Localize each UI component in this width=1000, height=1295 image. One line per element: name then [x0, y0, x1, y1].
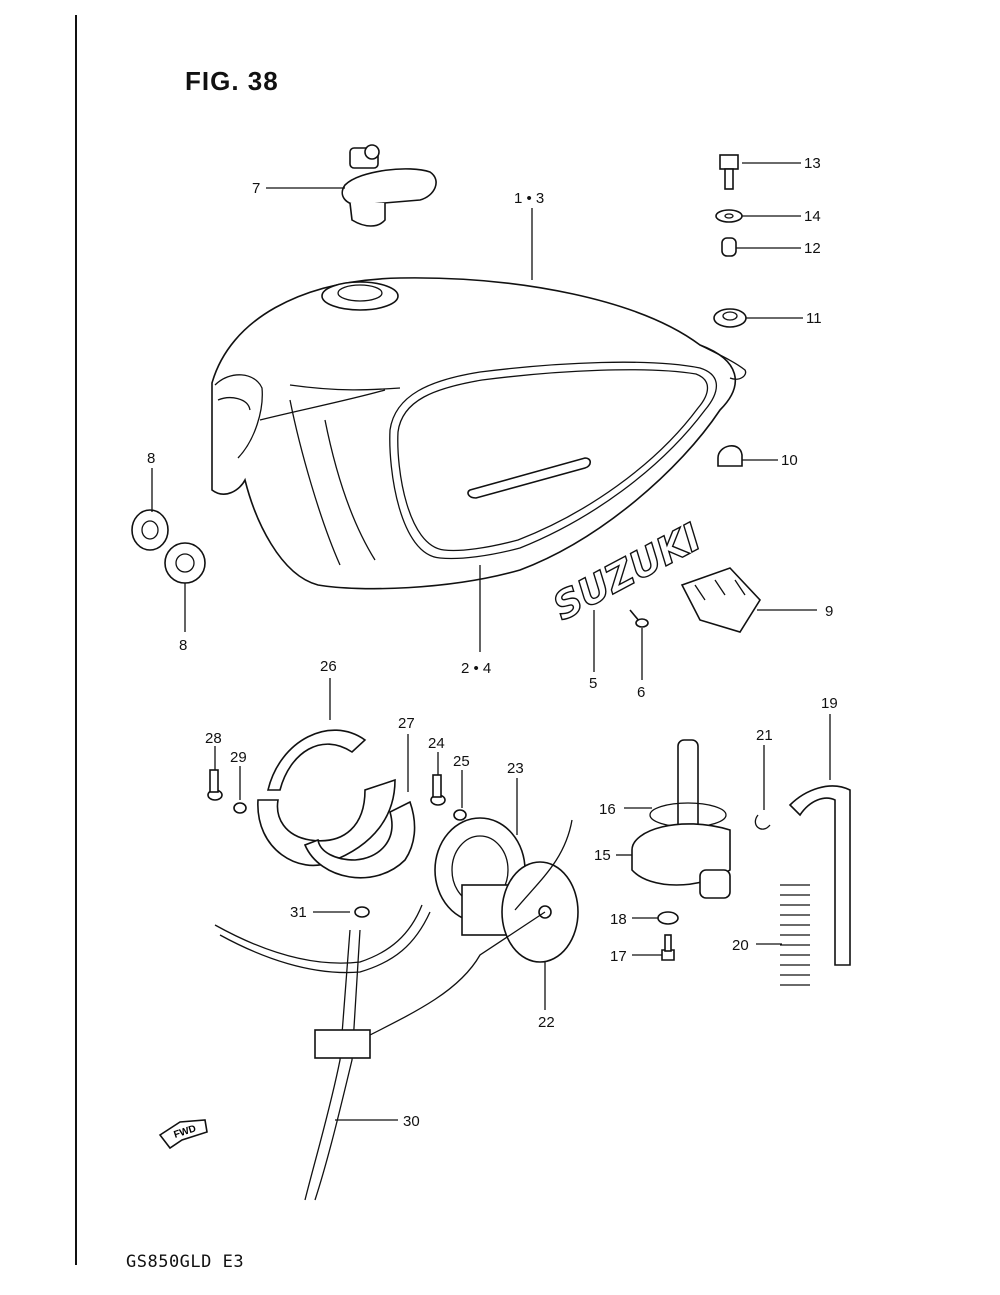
callout-6: 6 [637, 684, 645, 701]
callout-20: 20 [732, 937, 749, 954]
breather-hose [214, 904, 431, 1201]
callout-2-4: 2 • 4 [461, 660, 491, 677]
callout-16: 16 [599, 801, 616, 818]
callout-19: 19 [821, 695, 838, 712]
callout-27: 27 [398, 715, 415, 732]
fuel-tank [211, 277, 747, 590]
callout-26: 26 [320, 658, 337, 675]
callout-1-3: 1 • 3 [514, 190, 544, 207]
callout-15: 15 [594, 847, 611, 864]
callout-12: 12 [804, 240, 821, 257]
callout-5: 5 [589, 675, 597, 692]
callout-24: 24 [428, 735, 445, 752]
callout-10: 10 [781, 452, 798, 469]
forward-arrow-icon: FWD [158, 1119, 208, 1150]
callout-23: 23 [507, 760, 524, 777]
fuel-hose-set [754, 785, 851, 986]
callout-13: 13 [804, 155, 821, 172]
fuel-level-gauge [359, 817, 579, 1041]
model-code: GS850GLD E3 [126, 1252, 245, 1272]
callout-28: 28 [205, 730, 222, 747]
callout-25: 25 [453, 753, 470, 770]
screw-part [629, 609, 649, 628]
callout-22: 22 [538, 1014, 555, 1031]
callout-11: 11 [806, 310, 822, 327]
callout-21: 21 [756, 727, 773, 744]
callout-7: 7 [252, 180, 260, 197]
callout-labels: 1 • 3 2 • 4 5 6 7 8 8 9 10 11 12 13 14 1… [147, 155, 838, 1130]
callout-8-upper: 8 [147, 450, 155, 467]
fuel-gauge-covers [257, 729, 416, 879]
bolt-washer-set [207, 769, 467, 821]
callout-14: 14 [804, 208, 821, 225]
callout-18: 18 [610, 911, 627, 928]
fuel-cap [341, 144, 437, 227]
figure-title: FIG. 38 [185, 66, 279, 96]
callout-31: 31 [290, 904, 307, 921]
fuel-cock [631, 739, 731, 961]
tank-cushions [131, 509, 206, 584]
leader-lines [151, 162, 831, 1121]
callout-9: 9 [825, 603, 833, 620]
callout-29: 29 [230, 749, 247, 766]
callout-30: 30 [403, 1113, 420, 1130]
callout-17: 17 [610, 948, 627, 965]
fastener-parts [680, 154, 762, 633]
callout-8-lower: 8 [179, 637, 187, 654]
